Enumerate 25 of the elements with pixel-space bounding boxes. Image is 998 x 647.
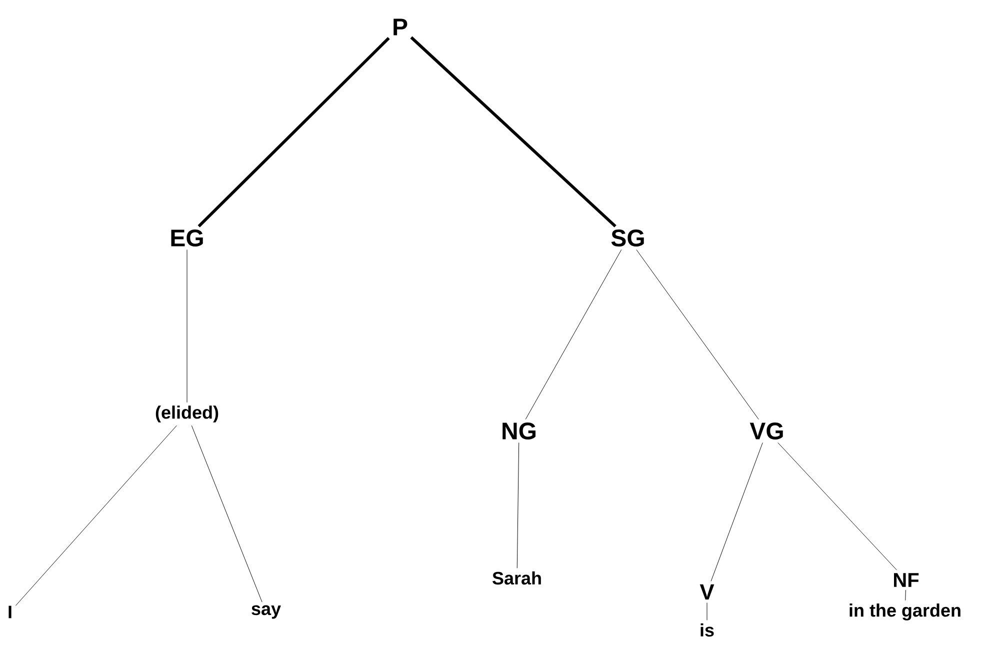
tree-label: V	[700, 584, 714, 600]
tree-line	[198, 37, 390, 228]
tree-label: P	[394, 18, 408, 36]
tree-line	[706, 602, 708, 620]
tree-label: SG	[611, 230, 644, 246]
tree-line	[636, 249, 759, 420]
tree-label: NG	[502, 422, 536, 440]
tree-label: NF	[894, 573, 919, 587]
tree-line	[15, 425, 177, 606]
tree-line	[710, 442, 763, 582]
tree-label: is	[700, 623, 714, 637]
tree-line	[191, 425, 262, 602]
tree-label: VG	[750, 422, 783, 440]
tree-line	[516, 442, 520, 568]
tree-label: (elided)	[156, 406, 218, 422]
tree-line	[186, 249, 188, 403]
tree-line	[410, 36, 616, 228]
tree-label: in the garden	[850, 604, 960, 620]
tree-label: say	[252, 605, 281, 619]
tree-label: EG	[171, 230, 203, 246]
tree-line	[905, 590, 906, 601]
tree-line	[778, 442, 897, 570]
tree-label: I	[8, 606, 12, 618]
tree-label: Sarah	[492, 571, 541, 585]
tree-line	[525, 249, 622, 420]
